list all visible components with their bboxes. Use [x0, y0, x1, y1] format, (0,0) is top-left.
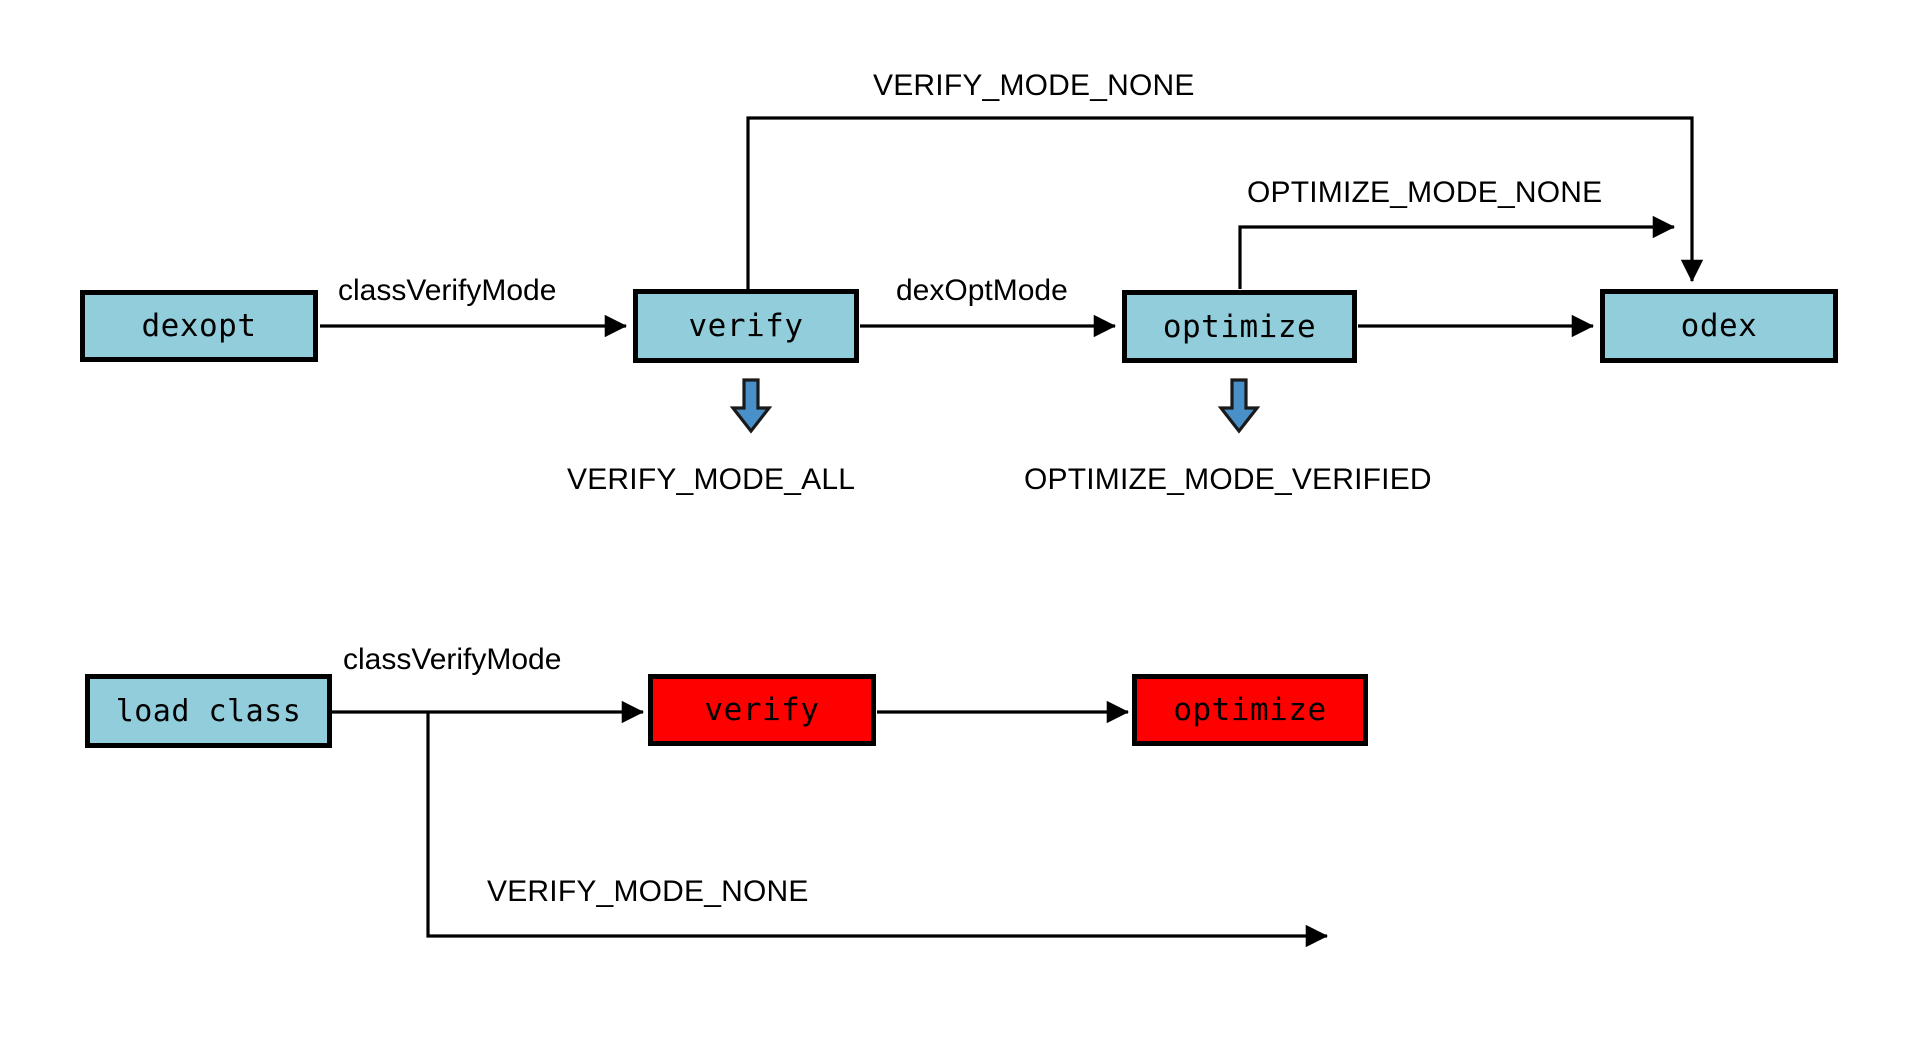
edge-label-verify-mode-none-bottom: VERIFY_MODE_NONE	[487, 875, 809, 908]
edge-label-class-verify-mode-bottom: classVerifyMode	[343, 643, 562, 676]
node-odex[interactable]: odex	[1600, 289, 1838, 363]
edge-optimize-mode-none	[1238, 215, 1676, 289]
node-optimize-red-label: optimize	[1173, 692, 1327, 728]
node-verify-red-label: verify	[704, 692, 820, 728]
node-optimize-label: optimize	[1162, 308, 1317, 345]
node-optimize[interactable]: optimize	[1122, 290, 1357, 363]
node-load-class[interactable]: load class	[85, 674, 332, 748]
edge-label-optimize-mode-none: OPTIMIZE_MODE_NONE	[1247, 176, 1603, 209]
edge-label-dex-opt-mode: dexOptMode	[896, 274, 1068, 307]
branch-label-verify-mode-all: VERIFY_MODE_ALL	[567, 463, 856, 496]
edge-label-class-verify-mode: classVerifyMode	[338, 274, 557, 307]
block-arrow-optimize	[1218, 378, 1260, 434]
edge-label-verify-mode-none: VERIFY_MODE_NONE	[873, 69, 1195, 102]
node-dexopt[interactable]: dexopt	[80, 290, 318, 362]
node-odex-label: odex	[1680, 308, 1758, 344]
node-verify[interactable]: verify	[633, 289, 859, 363]
node-dexopt-label: dexopt	[141, 308, 257, 344]
node-verify-label: verify	[688, 308, 804, 344]
node-optimize-red[interactable]: optimize	[1132, 674, 1368, 746]
branch-label-optimize-mode-verified: OPTIMIZE_MODE_VERIFIED	[1024, 463, 1432, 496]
node-verify-red[interactable]: verify	[648, 674, 876, 746]
node-load-class-label: load class	[115, 693, 302, 729]
block-arrow-verify	[730, 378, 772, 434]
